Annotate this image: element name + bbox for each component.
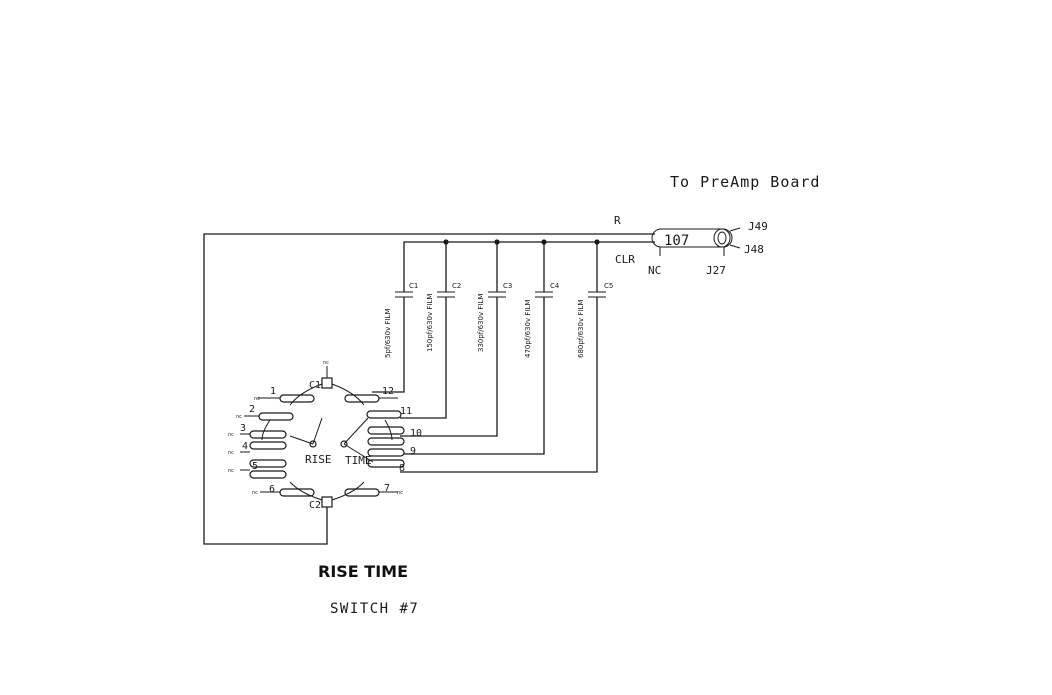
capacitor-c5-ref: C5: [604, 282, 613, 290]
nc-mark-pin-1: nc: [254, 396, 260, 402]
r-signal-wire: [203, 233, 655, 545]
capacitor-c1: C1 5pf/630v FILM: [372, 282, 418, 393]
switch-pin-8: 8: [399, 463, 405, 474]
nc-mark-pin-4: nc: [228, 450, 234, 456]
switch-pin-1: 1: [270, 386, 276, 397]
switch-pin-7: 7: [384, 483, 390, 494]
capacitor-c1-ref: C1: [409, 282, 418, 290]
switch-pin-2: 2: [249, 404, 255, 415]
switch-common-c1-label: C1: [309, 380, 321, 391]
rotary-switch: C1 C2 nc: [228, 360, 422, 511]
switch-pin-12: 12: [382, 386, 394, 397]
nc-mark-top: nc: [323, 360, 329, 366]
capacitor-c2-ref: C2: [452, 282, 461, 290]
connector-id: 107: [664, 233, 689, 249]
switch-pin-9: 9: [410, 446, 416, 457]
nc-mark-pin-7: nc: [397, 490, 403, 496]
capacitor-c2: C2 150pf/630v FILM: [400, 242, 461, 419]
rotor-label-rise: RISE: [305, 453, 332, 466]
r-signal-label: R: [614, 214, 621, 227]
switch-pin-11: 11: [400, 406, 412, 417]
switch-common-c2: [321, 496, 333, 508]
switch-pin-3: 3: [240, 423, 246, 434]
switch-common-c1: [321, 377, 333, 389]
nc-mark-pin-6: nc: [252, 490, 258, 496]
capacitor-c5: C5 680pf/630v FILM: [400, 242, 613, 473]
capacitor-c4: C4 470pf/630v FILM: [400, 242, 560, 455]
capacitor-c1-value: 5pf/630v FILM: [384, 309, 392, 358]
capacitor-c4-ref: C4: [550, 282, 560, 290]
capacitor-c2-value: 150pf/630v FILM: [426, 294, 434, 352]
nc-pin-label: NC: [648, 264, 661, 277]
clr-signal-label: CLR: [615, 253, 635, 266]
capacitor-c3-ref: C3: [503, 282, 512, 290]
j48-jack-label: J48: [744, 243, 764, 256]
capacitor-c3: C3 330pf/630v FILM: [400, 242, 512, 437]
rotor-label-time: TIME: [345, 454, 372, 467]
j27-pin-label: J27: [706, 264, 726, 277]
j49-jack-label: J49: [748, 220, 768, 233]
connector-107: 107: [651, 227, 741, 256]
switch-pin-4: 4: [242, 441, 248, 452]
nc-mark-pin-2: nc: [236, 414, 242, 420]
nc-mark-pin-3: nc: [228, 432, 234, 438]
switch-common-c2-label: C2: [309, 500, 321, 511]
preamp-board-label: To PreAmp Board: [670, 173, 820, 191]
rise-time-title: RISE TIME: [318, 562, 408, 581]
capacitor-c3-value: 330pf/630v FILM: [477, 294, 485, 352]
nc-mark-pin-5: nc: [228, 468, 234, 474]
switch-pin-10: 10: [410, 428, 422, 439]
switch-pin-5: 5: [252, 461, 258, 472]
switch-number-label: SWITCH #7: [330, 601, 419, 617]
capacitor-c4-value: 470pf/630v FILM: [524, 300, 532, 358]
capacitor-c5-value: 680pf/630v FILM: [577, 300, 585, 358]
switch-pin-6: 6: [269, 484, 275, 495]
